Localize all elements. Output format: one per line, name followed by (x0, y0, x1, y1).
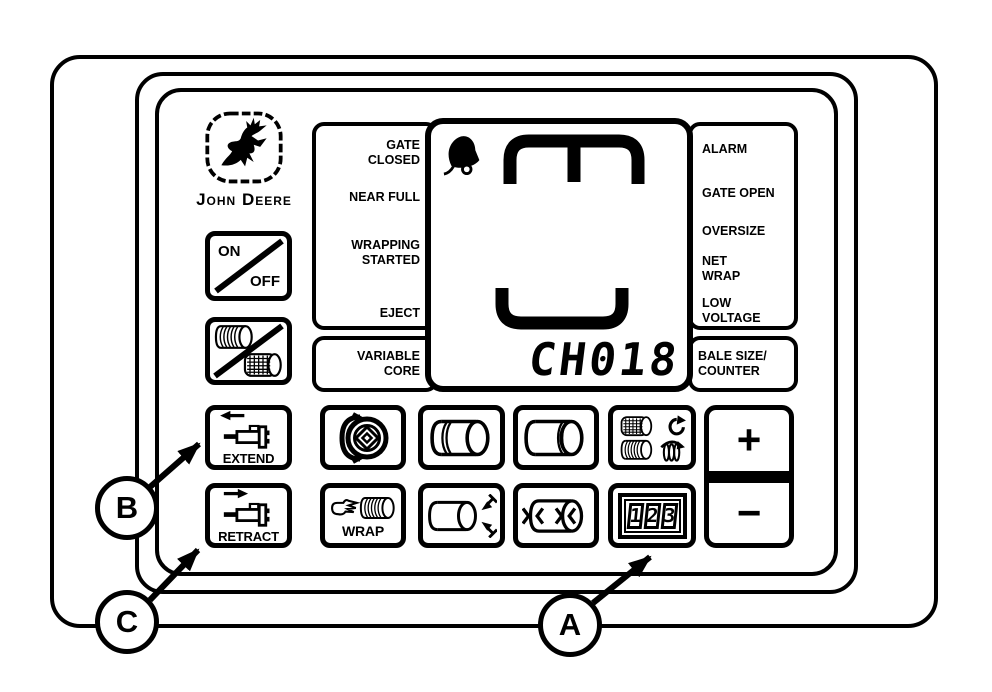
bale-size-arrows-icon (427, 493, 497, 538)
callout-a: A (538, 593, 602, 657)
status-panel-bale-size-counter: BALE SIZE/ COUNTER (688, 336, 798, 392)
bale-wrap-right-icon (524, 419, 584, 456)
twine-knife-icon (339, 411, 389, 464)
increase-button[interactable]: + (736, 416, 762, 464)
extend-label: EXTEND (222, 451, 275, 466)
increase-decrease-buttons: + − (704, 405, 794, 548)
bale-wrap-right-button[interactable] (513, 405, 599, 470)
counter-display-frame: 1 2 3 (617, 492, 687, 539)
wrap-label: WRAP (342, 523, 384, 539)
callout-c: C (95, 590, 159, 654)
counter-digit: 3 (660, 502, 678, 529)
bale-top-indicator-icon (503, 134, 645, 184)
wrap-type-toggle-button[interactable] (205, 317, 292, 385)
lcd-readout: CH018 (525, 332, 683, 386)
monitor-housing-outer (50, 55, 938, 628)
bale-wrap-left-icon (429, 419, 490, 456)
retract-actuator-icon (221, 488, 271, 527)
monitor-faceplate (155, 88, 838, 576)
status-variable-core: VARIABLE CORE (357, 349, 420, 378)
bale-size-button[interactable] (418, 483, 505, 548)
retract-label: RETRACT (218, 529, 279, 544)
bale-wrap-left-button[interactable] (418, 405, 505, 470)
brand-wordmark: John Deere (196, 190, 292, 209)
status-panel-variable-core: VARIABLE CORE (312, 336, 438, 392)
retract-button[interactable]: RETRACT (205, 483, 292, 548)
lcd-display: CH018 (425, 118, 693, 392)
power-slash-icon (214, 238, 284, 294)
plus-minus-divider (709, 470, 789, 483)
status-low-voltage: LOW VOLTAGE (702, 296, 761, 325)
power-off-label: OFF (250, 273, 280, 290)
status-bale-size-counter: BALE SIZE/ COUNTER (698, 349, 767, 378)
wrap-button[interactable]: WRAP (320, 483, 406, 548)
status-gate-closed: GATE CLOSED (367, 138, 420, 167)
bale-density-button[interactable] (513, 483, 599, 548)
status-near-full: NEAR FULL (349, 190, 420, 204)
extend-actuator-icon (219, 410, 271, 449)
surface-net-wrap-toggle-icon (213, 323, 284, 379)
bale-counter-button[interactable]: 1 2 3 (608, 483, 696, 548)
counter-123-icon: 1 2 3 (623, 498, 681, 533)
status-wrapping-started: WRAPPING STARTED (351, 238, 420, 267)
power-on-off-button[interactable]: ON OFF (205, 231, 292, 301)
knife-button[interactable] (320, 405, 406, 470)
john-deere-logo-icon (205, 111, 283, 184)
power-on-label: ON (218, 243, 241, 260)
status-alarm: ALARM (702, 142, 748, 156)
bale-bottom-indicator-icon (495, 288, 629, 330)
monitor-housing-middle (135, 72, 858, 594)
net-twine-rolls-button[interactable] (608, 405, 696, 470)
net-and-twine-rolls-icon (620, 414, 686, 462)
counter-digit: 2 (643, 502, 661, 529)
callout-b: B (95, 476, 159, 540)
bale-density-arrows-icon (522, 498, 584, 533)
status-gate-open: GATE OPEN (702, 186, 775, 200)
status-oversize: OVERSIZE (702, 224, 766, 238)
status-panel-left: GATE CLOSED NEAR FULL WRAPPING STARTED E… (312, 122, 438, 330)
extend-button[interactable]: EXTEND (205, 405, 292, 470)
hand-wrap-icon (331, 496, 395, 520)
decrease-button[interactable]: − (736, 488, 762, 536)
bell-icon (443, 136, 480, 176)
status-panel-right: ALARM GATE OPEN OVERSIZE NET WRAP LOW VO… (688, 122, 798, 330)
counter-digit: 1 (626, 502, 644, 529)
status-eject: EJECT (379, 306, 420, 320)
status-net-wrap: NET WRAP (702, 254, 741, 283)
